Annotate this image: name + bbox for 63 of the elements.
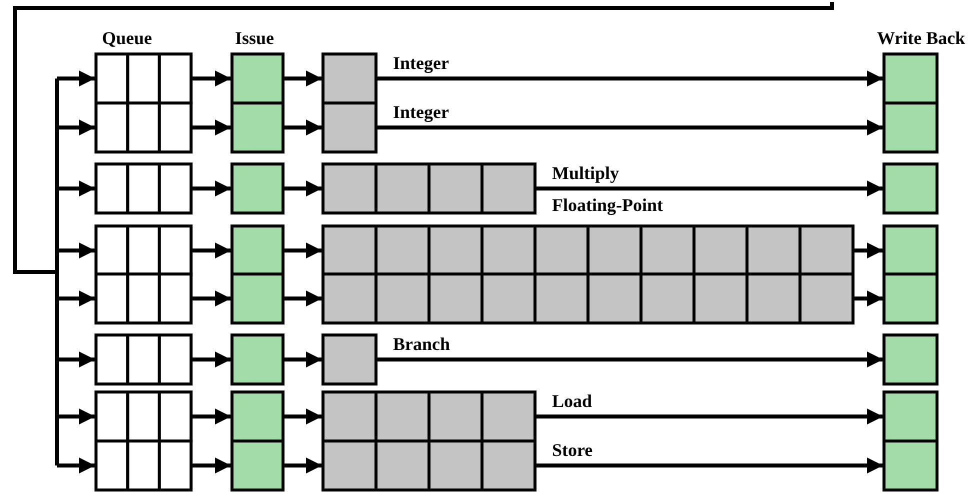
queue-buffer bbox=[94, 102, 193, 154]
arrow bbox=[536, 180, 883, 196]
issue-slot bbox=[230, 102, 284, 154]
issue-slot bbox=[230, 440, 284, 492]
queue-buffer bbox=[94, 52, 193, 104]
edge-label: Store bbox=[552, 440, 593, 460]
issue-slot bbox=[230, 52, 284, 104]
write-back-slot bbox=[882, 440, 938, 492]
queue-buffer bbox=[94, 440, 193, 492]
queue-buffer bbox=[94, 272, 193, 324]
arrow bbox=[192, 242, 231, 258]
execution-pipeline bbox=[322, 52, 378, 104]
edge-label: Integer bbox=[393, 102, 449, 122]
write-back-slot bbox=[882, 162, 938, 214]
arrow bbox=[377, 70, 883, 86]
write-back-slot bbox=[882, 334, 938, 386]
write-back-slot bbox=[882, 52, 938, 104]
arrow bbox=[854, 242, 883, 258]
feedback-arrow bbox=[13, 0, 834, 474]
arrow bbox=[192, 290, 231, 306]
arrow bbox=[192, 352, 231, 368]
queue-buffer bbox=[94, 334, 193, 386]
arrow bbox=[284, 352, 322, 368]
arrow bbox=[536, 408, 883, 424]
arrow bbox=[284, 408, 322, 424]
issue-slot bbox=[230, 162, 284, 214]
issue-slot bbox=[230, 272, 284, 324]
column-heading: Queue bbox=[102, 28, 152, 48]
execution-pipeline bbox=[322, 440, 536, 492]
arrow bbox=[854, 290, 883, 306]
arrow bbox=[284, 242, 322, 258]
edge-label: Load bbox=[552, 390, 592, 410]
edge-label: Integer bbox=[393, 52, 449, 72]
column-heading: Issue bbox=[235, 28, 274, 48]
arrow bbox=[284, 180, 322, 196]
arrow bbox=[377, 352, 883, 368]
arrow bbox=[536, 458, 883, 474]
execution-pipeline bbox=[322, 162, 536, 214]
queue-buffer bbox=[94, 162, 193, 214]
arrow bbox=[284, 458, 322, 474]
issue-slot bbox=[230, 334, 284, 386]
execution-pipeline bbox=[322, 272, 854, 324]
arrow bbox=[377, 120, 883, 136]
arrow bbox=[284, 120, 322, 136]
arrow bbox=[192, 70, 231, 86]
write-back-slot bbox=[882, 272, 938, 324]
arrow bbox=[284, 70, 322, 86]
edge-label: Branch bbox=[393, 334, 450, 354]
edge-label: Multiply bbox=[552, 162, 620, 182]
arrow bbox=[284, 290, 322, 306]
queue-buffer bbox=[94, 390, 193, 442]
arrow bbox=[192, 180, 231, 196]
arrow bbox=[192, 120, 231, 136]
execution-pipeline bbox=[322, 334, 378, 386]
write-back-slot bbox=[882, 102, 938, 154]
issue-slot bbox=[230, 390, 284, 442]
pipeline-label: Floating-Point bbox=[552, 195, 663, 215]
write-back-slot bbox=[882, 390, 938, 442]
arrow bbox=[192, 408, 231, 424]
column-heading: Write Back bbox=[877, 28, 966, 48]
execution-pipeline bbox=[322, 390, 536, 442]
execution-pipeline bbox=[322, 102, 378, 154]
arrow bbox=[192, 458, 231, 474]
